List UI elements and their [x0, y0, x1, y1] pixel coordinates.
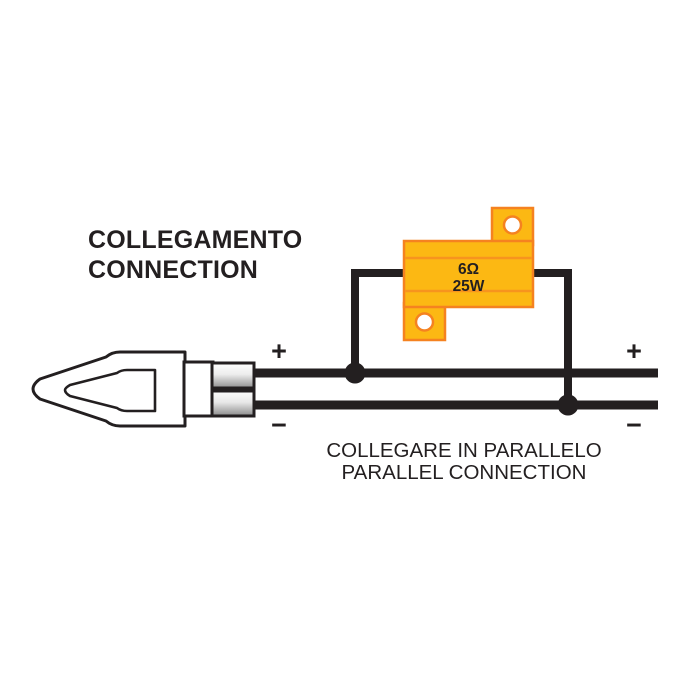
title-line-italian: COLLEGAMENTO	[88, 226, 302, 254]
led-collar	[182, 360, 215, 418]
junction-dot-left	[344, 362, 366, 384]
led-socket-lower	[210, 389, 256, 418]
load-resistor: 6Ω 25W	[402, 206, 535, 342]
wire-branch-right	[527, 269, 572, 405]
circuit-wiring	[252, 269, 658, 416]
resistor-hole-lower	[414, 312, 435, 332]
resistor-resistance-label: 6Ω	[458, 261, 479, 278]
caption-line-italian: COLLEGARE IN PARALLELO	[326, 439, 601, 462]
terminal-left-positive: +	[271, 336, 287, 366]
resistor-body	[402, 239, 535, 309]
terminal-left-negative: −	[271, 410, 287, 440]
title-block: COLLEGAMENTO CONNECTION	[88, 226, 302, 284]
terminal-right-negative: −	[626, 410, 642, 440]
resistor-power-label: 25W	[453, 278, 485, 295]
caption-line-english: PARALLEL CONNECTION	[342, 461, 587, 484]
wire-branch-left	[351, 269, 410, 373]
resistor-hole-upper	[502, 215, 523, 235]
led-lens-inner	[63, 368, 157, 413]
caption-block: COLLEGARE IN PARALLELO PARALLEL CONNECTI…	[326, 439, 601, 484]
title-line-english: CONNECTION	[88, 256, 258, 284]
led-socket-upper	[210, 361, 256, 390]
led-arrow-indicator	[31, 350, 256, 428]
junction-dot-right	[557, 394, 579, 416]
terminal-right-positive: +	[626, 336, 642, 366]
